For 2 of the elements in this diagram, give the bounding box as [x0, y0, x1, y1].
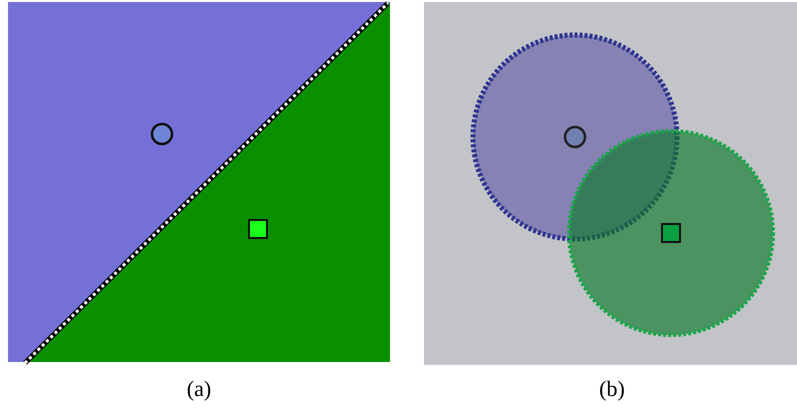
panel-label: (a)	[186, 376, 212, 402]
panel-label: (b)	[599, 376, 625, 402]
